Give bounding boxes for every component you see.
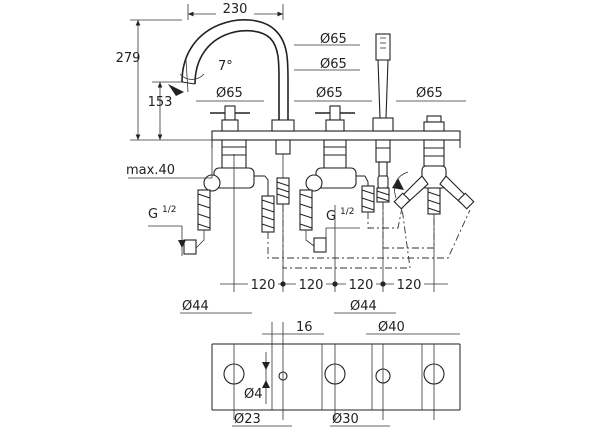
- deck-plate: [130, 130, 461, 148]
- dim-spout-width: 230: [187, 1, 284, 20]
- dim-total-height: 279: [116, 19, 182, 140]
- spacing-dimensions: 120 120 120 120: [220, 154, 448, 293]
- label-spacing-2: 120: [299, 278, 324, 293]
- label-spacing-3: 120: [349, 278, 374, 293]
- dim-deck-thickness: max.40: [126, 140, 213, 179]
- dim-spout-outlet: 153 7°: [148, 59, 233, 140]
- label-diverter-dia: Ø65: [416, 86, 443, 101]
- label-bottom-left: Ø23: [234, 412, 261, 427]
- label-spout-dia: Ø65: [320, 32, 347, 47]
- label-max40: max.40: [126, 163, 175, 178]
- label-thread-right-frac: 1/2: [340, 207, 354, 217]
- label-230: 230: [223, 2, 248, 17]
- label-left-handle-dia: Ø65: [216, 86, 243, 101]
- label-offset-16: 16: [296, 320, 313, 335]
- right-valve: [299, 105, 375, 253]
- thread-right: G 1/2: [325, 207, 360, 252]
- left-valve: [183, 105, 275, 255]
- plan-small-hole-dim: Ø4: [244, 352, 270, 404]
- plan-dims-bottom: Ø23 Ø30: [232, 412, 390, 427]
- label-bottom-right: Ø30: [332, 412, 359, 427]
- label-hole-left: Ø44: [182, 299, 209, 314]
- diverter: [392, 115, 475, 215]
- label-153: 153: [148, 95, 173, 110]
- plan-dims-top: Ø44 Ø44 16 Ø40: [180, 299, 460, 344]
- label-small-hole: Ø4: [244, 387, 263, 402]
- thread-left: G 1/2: [148, 205, 186, 256]
- label-thread-left: G: [148, 207, 158, 222]
- label-hole-right: Ø40: [378, 320, 405, 335]
- label-shower-top-dia: Ø65: [320, 57, 347, 72]
- dim-diameters-top: Ø65 Ø65 Ø65 Ø65 Ø65: [196, 32, 466, 102]
- front-view: 230 279 153 7° Ø65 Ø65 Ø65 Ø65: [116, 1, 475, 269]
- label-right-handle-dia: Ø65: [316, 86, 343, 101]
- label-spacing-4: 120: [397, 278, 422, 293]
- label-thread-right: G: [326, 209, 336, 224]
- hand-shower: [372, 33, 394, 203]
- label-hole-mid: Ø44: [350, 299, 377, 314]
- plan-view: Ø44 Ø44 16 Ø40: [180, 299, 461, 427]
- label-thread-left-frac: 1/2: [162, 205, 176, 215]
- spout: [181, 19, 295, 205]
- label-spacing-1: 120: [251, 278, 276, 293]
- plan-deck: [211, 343, 461, 411]
- label-279: 279: [116, 51, 141, 66]
- plan-holes: [223, 344, 445, 420]
- label-angle: 7°: [218, 59, 233, 74]
